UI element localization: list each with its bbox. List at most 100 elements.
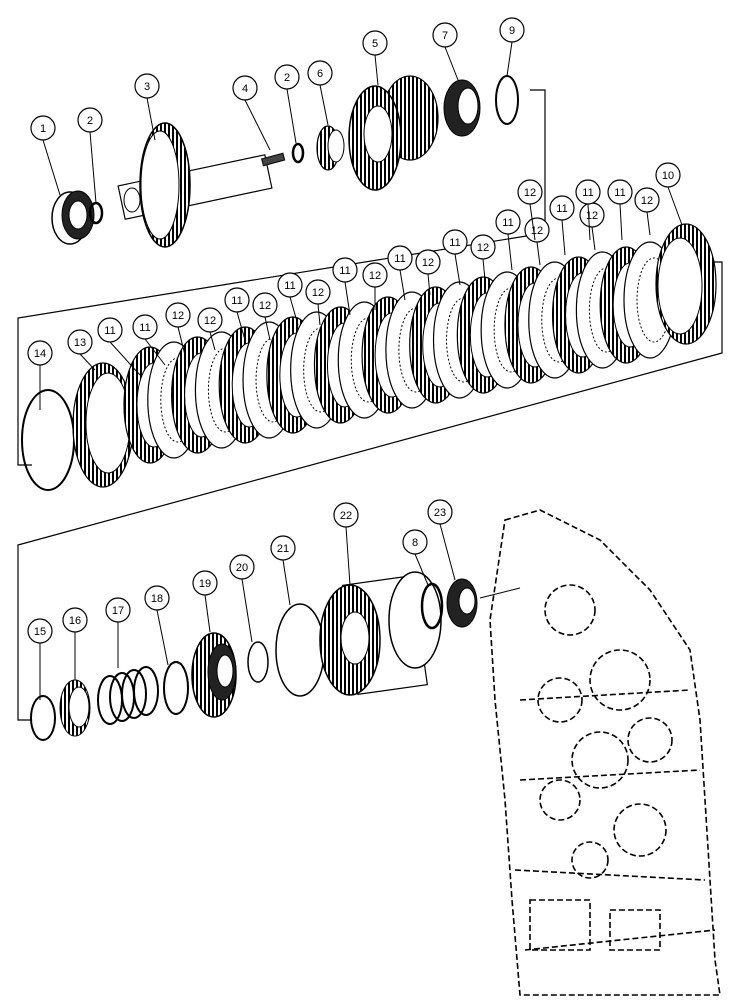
callout-label: 9 bbox=[509, 25, 515, 37]
callout-label: 2 bbox=[87, 115, 93, 127]
callout-r10: 12 bbox=[362, 262, 388, 310]
leader-line bbox=[561, 219, 566, 256]
callout-c2a: 2 bbox=[77, 107, 103, 204]
pressure-plate-13 bbox=[72, 362, 134, 488]
callout-c19: 19 bbox=[192, 570, 218, 633]
leader-line bbox=[439, 523, 456, 581]
callout-circle bbox=[495, 209, 521, 235]
leader-line bbox=[264, 316, 271, 341]
callout-circle bbox=[499, 17, 525, 43]
leader-line bbox=[587, 203, 591, 241]
callout-r1: 11 bbox=[97, 317, 141, 376]
callout-circle bbox=[362, 30, 388, 56]
callout-label: 7 bbox=[442, 30, 448, 42]
bearing-23 bbox=[446, 578, 521, 628]
callout-r19: 11 bbox=[607, 179, 633, 241]
leader-line bbox=[286, 88, 297, 144]
leader-line bbox=[146, 97, 156, 141]
callout-c18: 18 bbox=[144, 585, 170, 666]
leader-line bbox=[507, 233, 513, 271]
callout-circle bbox=[442, 229, 468, 255]
leader-line bbox=[289, 296, 299, 326]
clutch-drum-22 bbox=[319, 571, 442, 696]
callout-label: 8 bbox=[412, 537, 418, 549]
callout-label: 11 bbox=[614, 187, 625, 199]
callout-label: 19 bbox=[199, 578, 211, 590]
leader-line bbox=[282, 559, 291, 606]
callout-c9: 9 bbox=[499, 17, 525, 77]
callout-c4: 4 bbox=[232, 75, 271, 151]
callout-c8: 8 bbox=[402, 529, 429, 586]
callout-circle bbox=[402, 529, 428, 555]
callout-r2: 11 bbox=[132, 314, 166, 366]
callout-r20: 12 bbox=[634, 187, 660, 236]
seal-21 bbox=[275, 603, 325, 697]
pin-4 bbox=[260, 152, 286, 167]
callout-circle bbox=[270, 535, 296, 561]
leader-line bbox=[427, 273, 431, 296]
callout-circle bbox=[332, 257, 358, 283]
callout-r21: 11 bbox=[575, 179, 601, 241]
leader-line bbox=[345, 526, 351, 586]
callout-circle bbox=[470, 234, 496, 260]
callout-circle bbox=[305, 279, 331, 305]
leader-line bbox=[241, 578, 253, 643]
callout-circle bbox=[27, 618, 53, 644]
leader-line bbox=[319, 84, 329, 126]
callout-c13: 13 bbox=[67, 329, 96, 371]
callout-label: 13 bbox=[74, 337, 86, 349]
callout-r12: 12 bbox=[415, 249, 441, 296]
leader-line bbox=[156, 609, 169, 666]
leader-line bbox=[79, 353, 96, 371]
callout-label: 11 bbox=[502, 217, 513, 229]
callout-label: 10 bbox=[662, 170, 674, 182]
callout-label: 11 bbox=[449, 237, 460, 249]
callout-circle bbox=[274, 64, 300, 90]
callout-c5: 5 bbox=[362, 30, 388, 86]
callout-circle bbox=[362, 262, 388, 288]
callout-r9: 11 bbox=[332, 257, 358, 316]
leader-line bbox=[177, 326, 186, 356]
leader-line bbox=[317, 303, 321, 326]
leader-line bbox=[144, 338, 166, 366]
leader-line bbox=[506, 41, 513, 77]
leader-line bbox=[204, 594, 211, 633]
clutch-disc-stack bbox=[123, 241, 677, 464]
callout-label: 11 bbox=[104, 325, 115, 337]
leader-line bbox=[89, 131, 97, 204]
callout-label: 2 bbox=[284, 72, 290, 84]
callout-label: 11 bbox=[556, 203, 567, 215]
bearing-7 bbox=[443, 79, 481, 137]
callout-circle bbox=[252, 292, 278, 318]
callout-label: 23 bbox=[434, 507, 446, 519]
callout-circle bbox=[97, 317, 123, 343]
callout-circle bbox=[524, 217, 550, 243]
callout-c1: 1 bbox=[30, 115, 61, 196]
callout-circle bbox=[62, 607, 88, 633]
callout-circle bbox=[105, 597, 131, 623]
callout-c22: 22 bbox=[333, 502, 359, 586]
leader-line bbox=[482, 258, 486, 281]
leader-line bbox=[444, 46, 459, 81]
callout-label: 4 bbox=[242, 83, 248, 95]
leader-line bbox=[536, 241, 541, 266]
needle-bearing-6 bbox=[316, 125, 345, 171]
callout-label: 17 bbox=[112, 605, 124, 617]
leader-line bbox=[591, 226, 596, 251]
callout-r16: 12 bbox=[524, 217, 550, 266]
callout-label: 11 bbox=[284, 280, 295, 292]
callout-circle bbox=[307, 60, 333, 86]
callout-circle bbox=[277, 272, 303, 298]
callout-circle bbox=[634, 187, 660, 213]
callout-label: 16 bbox=[69, 615, 81, 627]
callout-label: 12 bbox=[422, 257, 434, 269]
ring-16 bbox=[59, 679, 91, 737]
gear-5 bbox=[348, 75, 439, 191]
leader-line bbox=[414, 553, 429, 586]
callout-r7: 11 bbox=[277, 272, 303, 326]
callout-c17: 17 bbox=[105, 597, 131, 668]
callout-c10: 10 bbox=[655, 162, 683, 226]
callout-r18: 12 bbox=[579, 202, 605, 251]
callout-r4: 12 bbox=[197, 307, 223, 351]
callout-label: 21 bbox=[277, 543, 289, 555]
